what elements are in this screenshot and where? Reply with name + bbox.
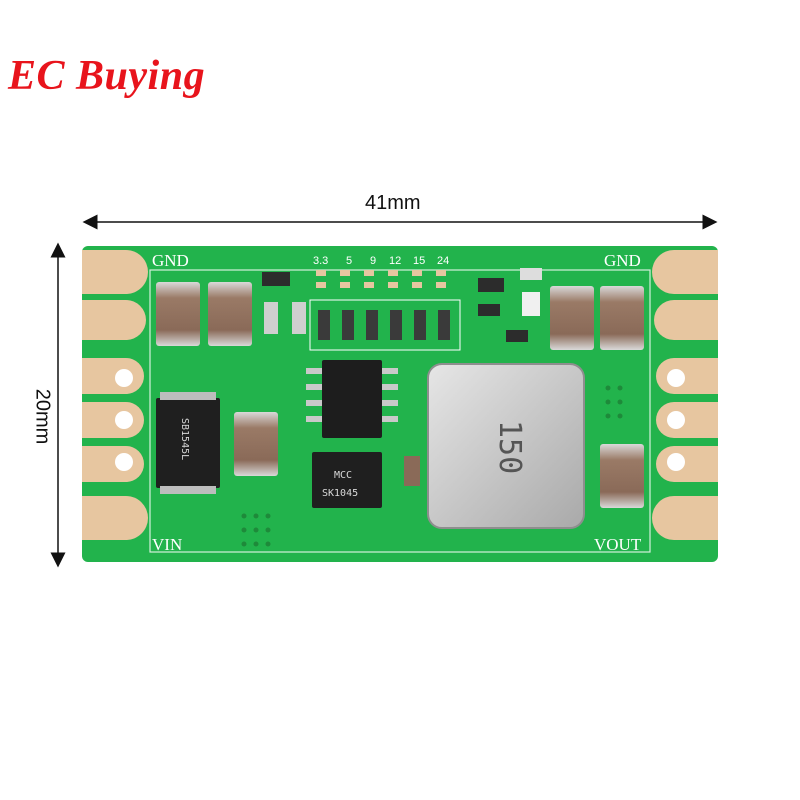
svg-text:MCC: MCC [334, 470, 352, 481]
right-pads [652, 250, 718, 540]
svg-text:15: 15 [413, 255, 425, 267]
width-dimension-label: 41mm [365, 192, 421, 214]
controller-ic [306, 360, 398, 438]
sk1045-schottky: MCC SK1045 [312, 452, 382, 508]
svg-text:9: 9 [370, 255, 376, 267]
vout-label: VOUT [594, 535, 642, 554]
vin-label: VIN [152, 535, 182, 554]
svg-text:24: 24 [437, 255, 449, 267]
svg-text:5: 5 [346, 255, 352, 267]
svg-text:150: 150 [492, 420, 527, 474]
svg-text:3.3: 3.3 [313, 255, 328, 267]
gnd-left-label: GND [152, 251, 189, 270]
svg-text:12: 12 [389, 255, 401, 267]
sb1545l-diode: SB1545L [156, 392, 220, 494]
power-inductor: 150 [427, 363, 585, 529]
svg-text:SB1545L: SB1545L [179, 418, 190, 460]
svg-text:SK1045: SK1045 [322, 488, 358, 499]
brand-logo: EC Buying [8, 53, 206, 99]
left-pads [82, 250, 148, 540]
gnd-right-label: GND [604, 251, 641, 270]
voltage-selector: 3.3 5 9 12 15 24 [309, 255, 461, 351]
capacitors [156, 282, 644, 508]
